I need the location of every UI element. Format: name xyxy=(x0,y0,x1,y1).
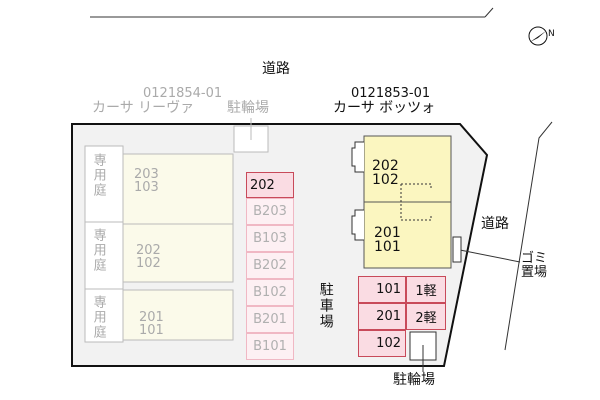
right-building-code: 0121853-01 xyxy=(351,86,431,101)
private-garden-label: 専用庭 xyxy=(90,228,106,273)
parking-space: B202 xyxy=(246,252,294,279)
parking-label: 駐車場 xyxy=(317,282,334,330)
unit-lower: 101 xyxy=(374,239,401,255)
unit-upper: 201 xyxy=(139,310,164,325)
unit-lower: 102 xyxy=(136,256,161,271)
unit-upper: 201 xyxy=(374,225,401,241)
parking-space: 101 xyxy=(358,276,406,303)
parking-space: B103 xyxy=(246,225,294,252)
road-right-label: 道路 xyxy=(481,216,509,232)
parking-space-kei: 2軽 xyxy=(406,303,446,330)
unit-upper: 202 xyxy=(136,243,161,258)
parking-space: B203 xyxy=(246,198,294,225)
garbage-label: ゴミ置場 xyxy=(521,251,548,281)
parking-space: B101 xyxy=(246,333,294,360)
unit-upper: 202 xyxy=(372,158,399,174)
north-arrow-icon: N xyxy=(528,26,555,46)
parking-space: B201 xyxy=(246,306,294,333)
unit-upper: 203 xyxy=(134,167,159,182)
unit-lower: 103 xyxy=(134,180,159,195)
left-bike-label: 駐輪場 xyxy=(227,100,269,116)
right-building-name: カーサ ボッツォ xyxy=(333,100,436,116)
private-garden-label: 専用庭 xyxy=(90,153,106,198)
unit-lower: 102 xyxy=(372,172,399,188)
private-garden-label: 専用庭 xyxy=(90,295,106,340)
left-building-name: カーサ リーヴァ xyxy=(92,100,195,116)
bike-parking-label: 駐輪場 xyxy=(393,372,435,388)
parking-space-kei: 1軽 xyxy=(406,276,446,303)
svg-text:N: N xyxy=(548,29,555,39)
left-building-code: 0121854-01 xyxy=(143,86,223,101)
parking-space: B102 xyxy=(246,279,294,306)
unit-lower: 101 xyxy=(139,323,164,338)
parking-space: 201 xyxy=(358,303,406,330)
parking-space-highlight[interactable]: 202 xyxy=(246,172,294,198)
parking-space: 102 xyxy=(358,330,406,357)
road-top-label: 道路 xyxy=(262,61,290,77)
